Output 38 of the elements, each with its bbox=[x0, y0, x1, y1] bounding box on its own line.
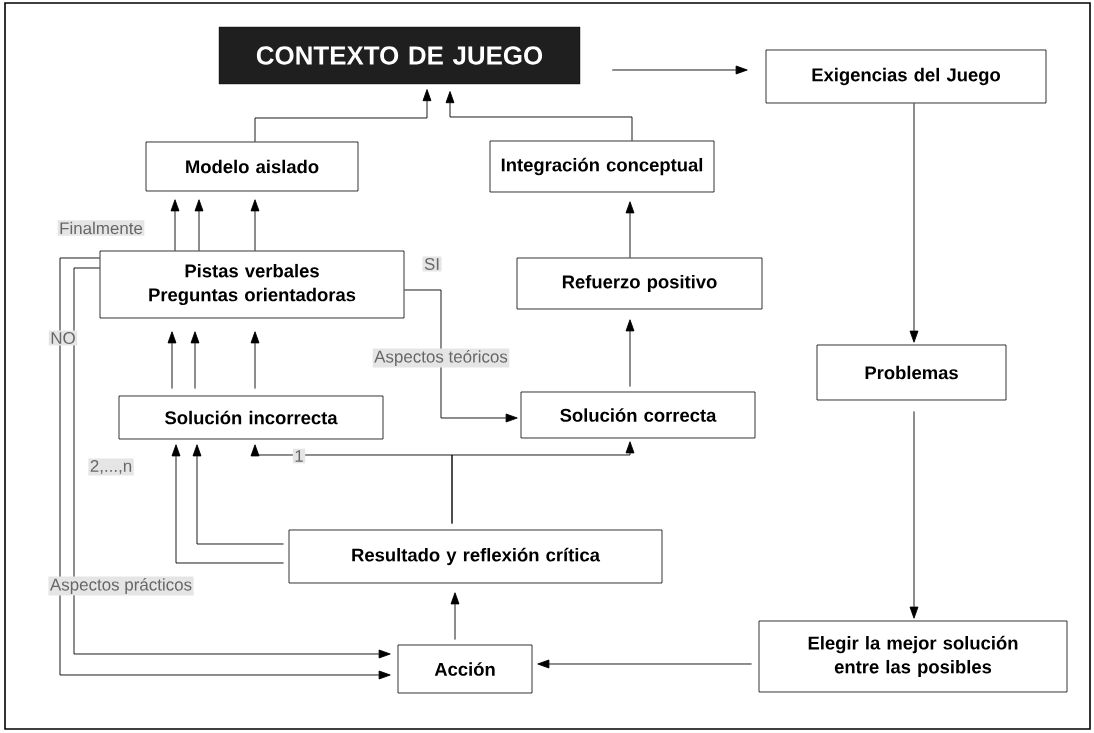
process-box: Elegir la mejor solución entre las posibles bbox=[758, 620, 1068, 693]
arrow bbox=[451, 441, 635, 525]
path-label: Aspectos prácticos bbox=[48, 576, 194, 596]
process-box: Solución correcta bbox=[520, 391, 756, 439]
process-box: Resultado y reflexión crítica bbox=[288, 529, 663, 584]
arrow bbox=[909, 410, 919, 619]
process-box: Integración conceptual bbox=[489, 140, 715, 193]
edge-label: Aspectos teóricos bbox=[372, 348, 510, 368]
arrow bbox=[445, 91, 633, 142]
arrow bbox=[190, 331, 200, 390]
arrow bbox=[450, 592, 460, 641]
arrow bbox=[909, 102, 919, 343]
title-box: CONTEXTO DE JUEGO bbox=[218, 26, 581, 85]
arrow bbox=[171, 444, 285, 564]
process-box: Pistas verbales Preguntas orientadoras bbox=[99, 250, 405, 319]
path-label: 1 bbox=[292, 448, 306, 464]
path-label: 2,...,n bbox=[88, 458, 134, 476]
arrow bbox=[625, 201, 635, 259]
arrow bbox=[625, 319, 635, 388]
process-box: Acción bbox=[397, 644, 533, 694]
arrow bbox=[250, 331, 260, 390]
path-label: SI bbox=[422, 256, 442, 272]
arrow bbox=[254, 89, 432, 143]
arrow bbox=[250, 199, 260, 252]
process-box: Problemas bbox=[816, 344, 1007, 401]
arrow bbox=[403, 289, 518, 423]
process-box: Refuerzo positivo bbox=[516, 257, 763, 310]
arrow bbox=[194, 199, 204, 252]
arrow bbox=[167, 331, 177, 390]
arrow bbox=[170, 199, 180, 252]
path-label: NO bbox=[48, 330, 78, 346]
arrow bbox=[611, 65, 748, 75]
process-box: Modelo aislado bbox=[145, 141, 359, 192]
arrow bbox=[537, 659, 753, 669]
arrow bbox=[192, 444, 285, 545]
process-box: Exigencias del Juego bbox=[765, 49, 1047, 104]
process-box: Solución incorrecta bbox=[118, 395, 384, 440]
path-label: Finalmente bbox=[57, 220, 145, 236]
